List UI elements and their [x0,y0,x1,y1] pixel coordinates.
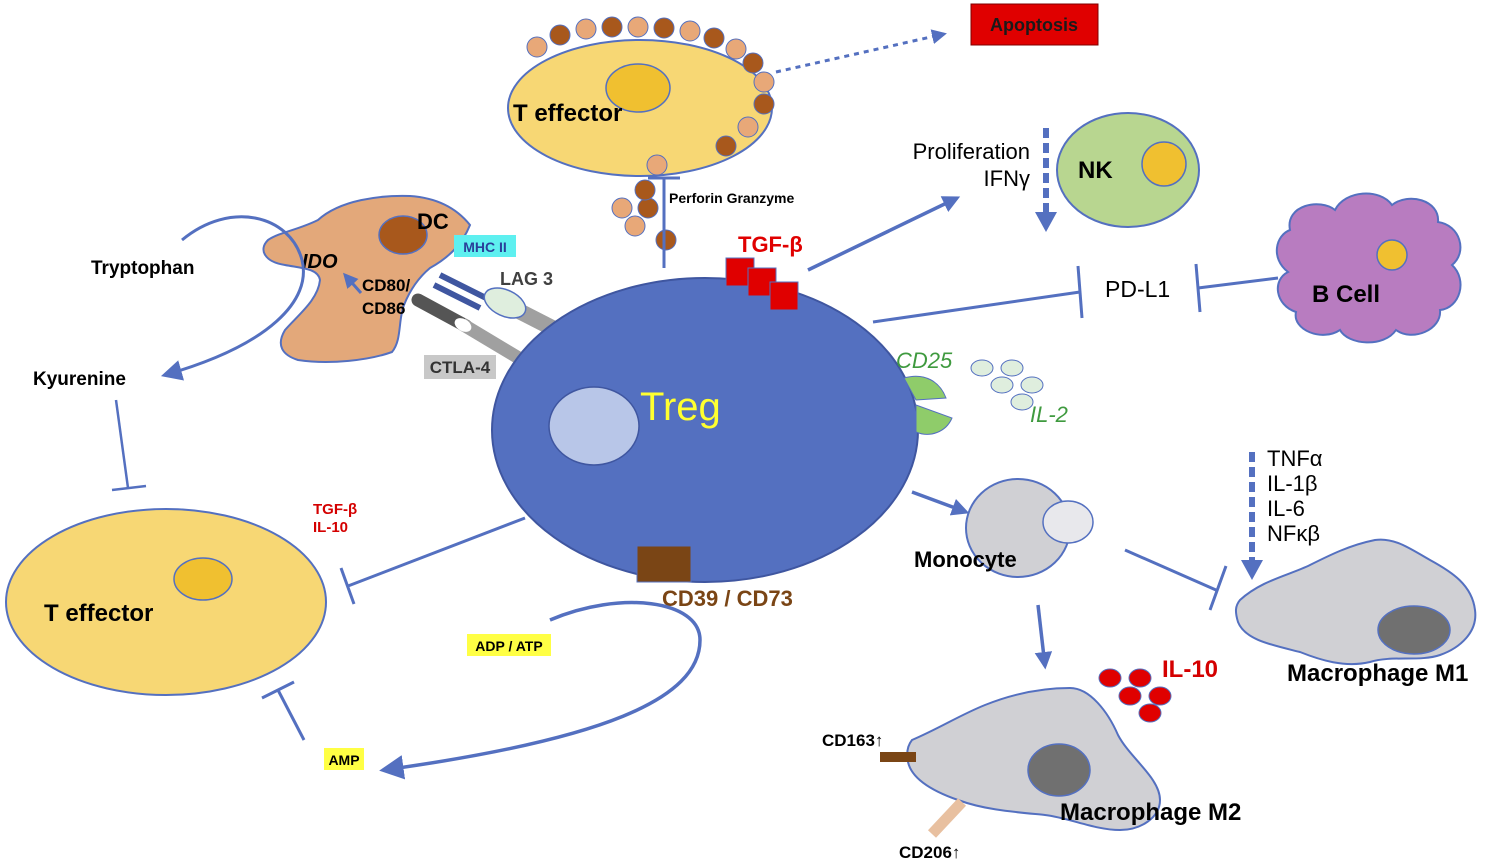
tgf-beta-top-label: TGF-β [738,232,803,257]
perforin-inhibition [648,176,680,268]
dendritic-cell: DC IDO CD80/ CD86 [262,194,472,363]
adp-atp-label: ADP / ATP [475,638,542,654]
ido-label: IDO [302,251,338,273]
monocyte-to-m2-arrow [1034,604,1053,670]
cd206-label: CD206↑ [899,843,960,862]
tryptophan-label: Tryptophan [91,258,194,279]
macrophage-m1-label: Macrophage M1 [1287,660,1468,687]
t-effector-top-label: T effector [513,100,622,127]
nk-cell: NK [1056,112,1200,228]
b-cell-label: B Cell [1312,281,1380,308]
b-cell-pd-l1-inhibition [1194,263,1279,313]
apoptosis-dotted-arrow [775,29,947,74]
t-effector-bottom-cell: T effector [5,508,327,696]
ctla4-receptor: CTLA-4 [411,293,526,379]
macrophage-m1-cell: Macrophage M1 [1234,538,1477,687]
apoptosis-label: Apoptosis [990,15,1078,35]
cd39-cd73-label: CD39 / CD73 [662,586,793,611]
cd163-label: CD163↑ [822,731,883,750]
amp-label: AMP [328,752,359,768]
monocyte-cell: Monocyte [914,478,1094,578]
il1-beta-label: IL-1β [1267,471,1318,496]
cd25-receptor: CD25 [896,348,953,435]
t-effector-bottom-label: T effector [44,600,153,627]
perforin-granzyme-label: Perforin Granzyme [669,190,794,206]
treg-t-effector-inhibition [339,516,526,605]
t-effector-top-cell: T effector [507,16,775,177]
cd80-label: CD80/ [362,276,410,295]
adp-atp-amp-loop-arrow [379,600,702,780]
il2-molecules [970,359,1044,411]
tgf-beta-left-label: TGF-β [313,501,357,518]
cd206-receptor: CD206↑ [899,798,967,862]
tryptophan-loop-arrow [160,215,305,381]
apoptosis-box: Apoptosis [970,3,1099,46]
treg-cell: Treg [491,277,919,583]
mhc-ii-receptor: MHC II [432,235,516,311]
tgf-to-nk-arrow [807,196,961,272]
kyurenine-label: Kyurenine [33,369,126,390]
amp-t-effector-inhibition [261,680,306,741]
ifn-gamma-label: IFNγ [984,166,1030,191]
ctla4-label: CTLA-4 [430,358,491,377]
perforin-granzyme-granules [611,179,677,251]
granules-rim [526,16,775,176]
dc-label: DC [417,209,449,234]
treg-label: Treg [640,385,721,429]
il10-left-label: IL-10 [313,519,348,536]
monocyte-label: Monocyte [914,547,1017,572]
b-cell: B Cell [1276,192,1462,344]
treg-pd-l1-inhibition [872,265,1084,324]
cd86-label: CD86 [362,299,405,318]
monocyte-m1-inhibition [1124,548,1228,611]
proliferation-label: Proliferation [913,139,1030,164]
cd163-receptor: CD163↑ [822,731,916,762]
mhc-ii-label: MHC II [463,239,507,255]
tnf-alpha-label: TNFα [1267,446,1323,471]
il6-label: IL-6 [1267,496,1305,521]
il2-label: IL-2 [1030,402,1068,427]
tgf-beta-receptor: TGF-β [725,232,803,311]
nk-label: NK [1078,157,1113,184]
lag3-label: LAG 3 [500,269,553,289]
il10-right-label: IL-10 [1162,656,1218,683]
ido-arrow [343,272,363,294]
cd25-label: CD25 [896,348,953,373]
cd39-cd73-enzyme: CD39 / CD73 [636,545,793,611]
nfkb-label: NFκβ [1267,521,1320,546]
il10-molecules [1098,668,1172,723]
macrophage-m2-label: Macrophage M2 [1060,799,1241,826]
kyurenine-inhibition [111,399,147,492]
macrophage-m2-cell: Macrophage M2 [906,686,1241,832]
lag3-receptor: LAG 3 [483,269,566,341]
pd-l1-label: PD-L1 [1105,276,1170,302]
treg-to-monocyte-arrow [911,490,970,516]
